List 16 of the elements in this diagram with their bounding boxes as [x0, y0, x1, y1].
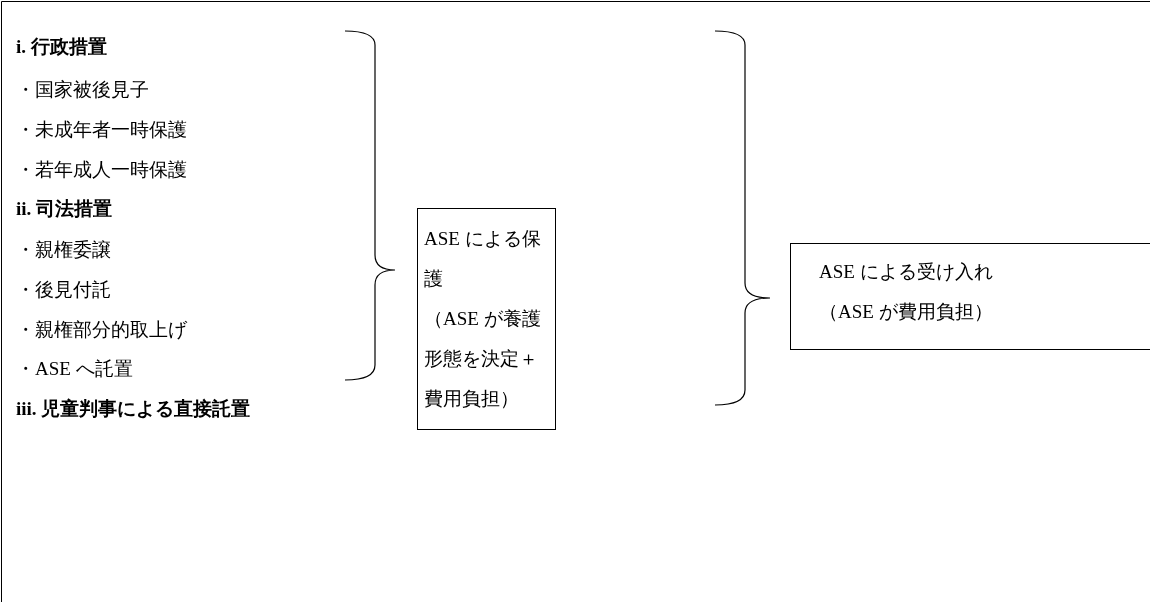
list-item: ・ASE へ託置	[16, 357, 133, 381]
list-item: ・国家被後見子	[16, 78, 149, 102]
list-item: ・親権部分的取上げ	[16, 318, 187, 342]
box-heading: ASE による保護	[424, 227, 542, 291]
section-heading: ii. 司法措置	[16, 197, 113, 221]
box-text: （ASE が養護形態を決定＋費用負担）	[424, 307, 542, 411]
list-item: ・若年成人一時保護	[16, 158, 187, 182]
list-item: ・親権委譲	[16, 238, 111, 262]
text-box	[790, 243, 1150, 350]
section-heading: iii. 児童判事による直接託置	[16, 397, 251, 421]
list-item: ・後見付託	[16, 278, 111, 302]
section-heading: i. 行政措置	[16, 35, 107, 59]
box-heading: ASE による受け入れ	[819, 260, 994, 284]
box-text: （ASE が費用負担）	[819, 300, 994, 324]
list-item: ・未成年者一時保護	[16, 118, 187, 142]
text-box	[417, 208, 556, 430]
